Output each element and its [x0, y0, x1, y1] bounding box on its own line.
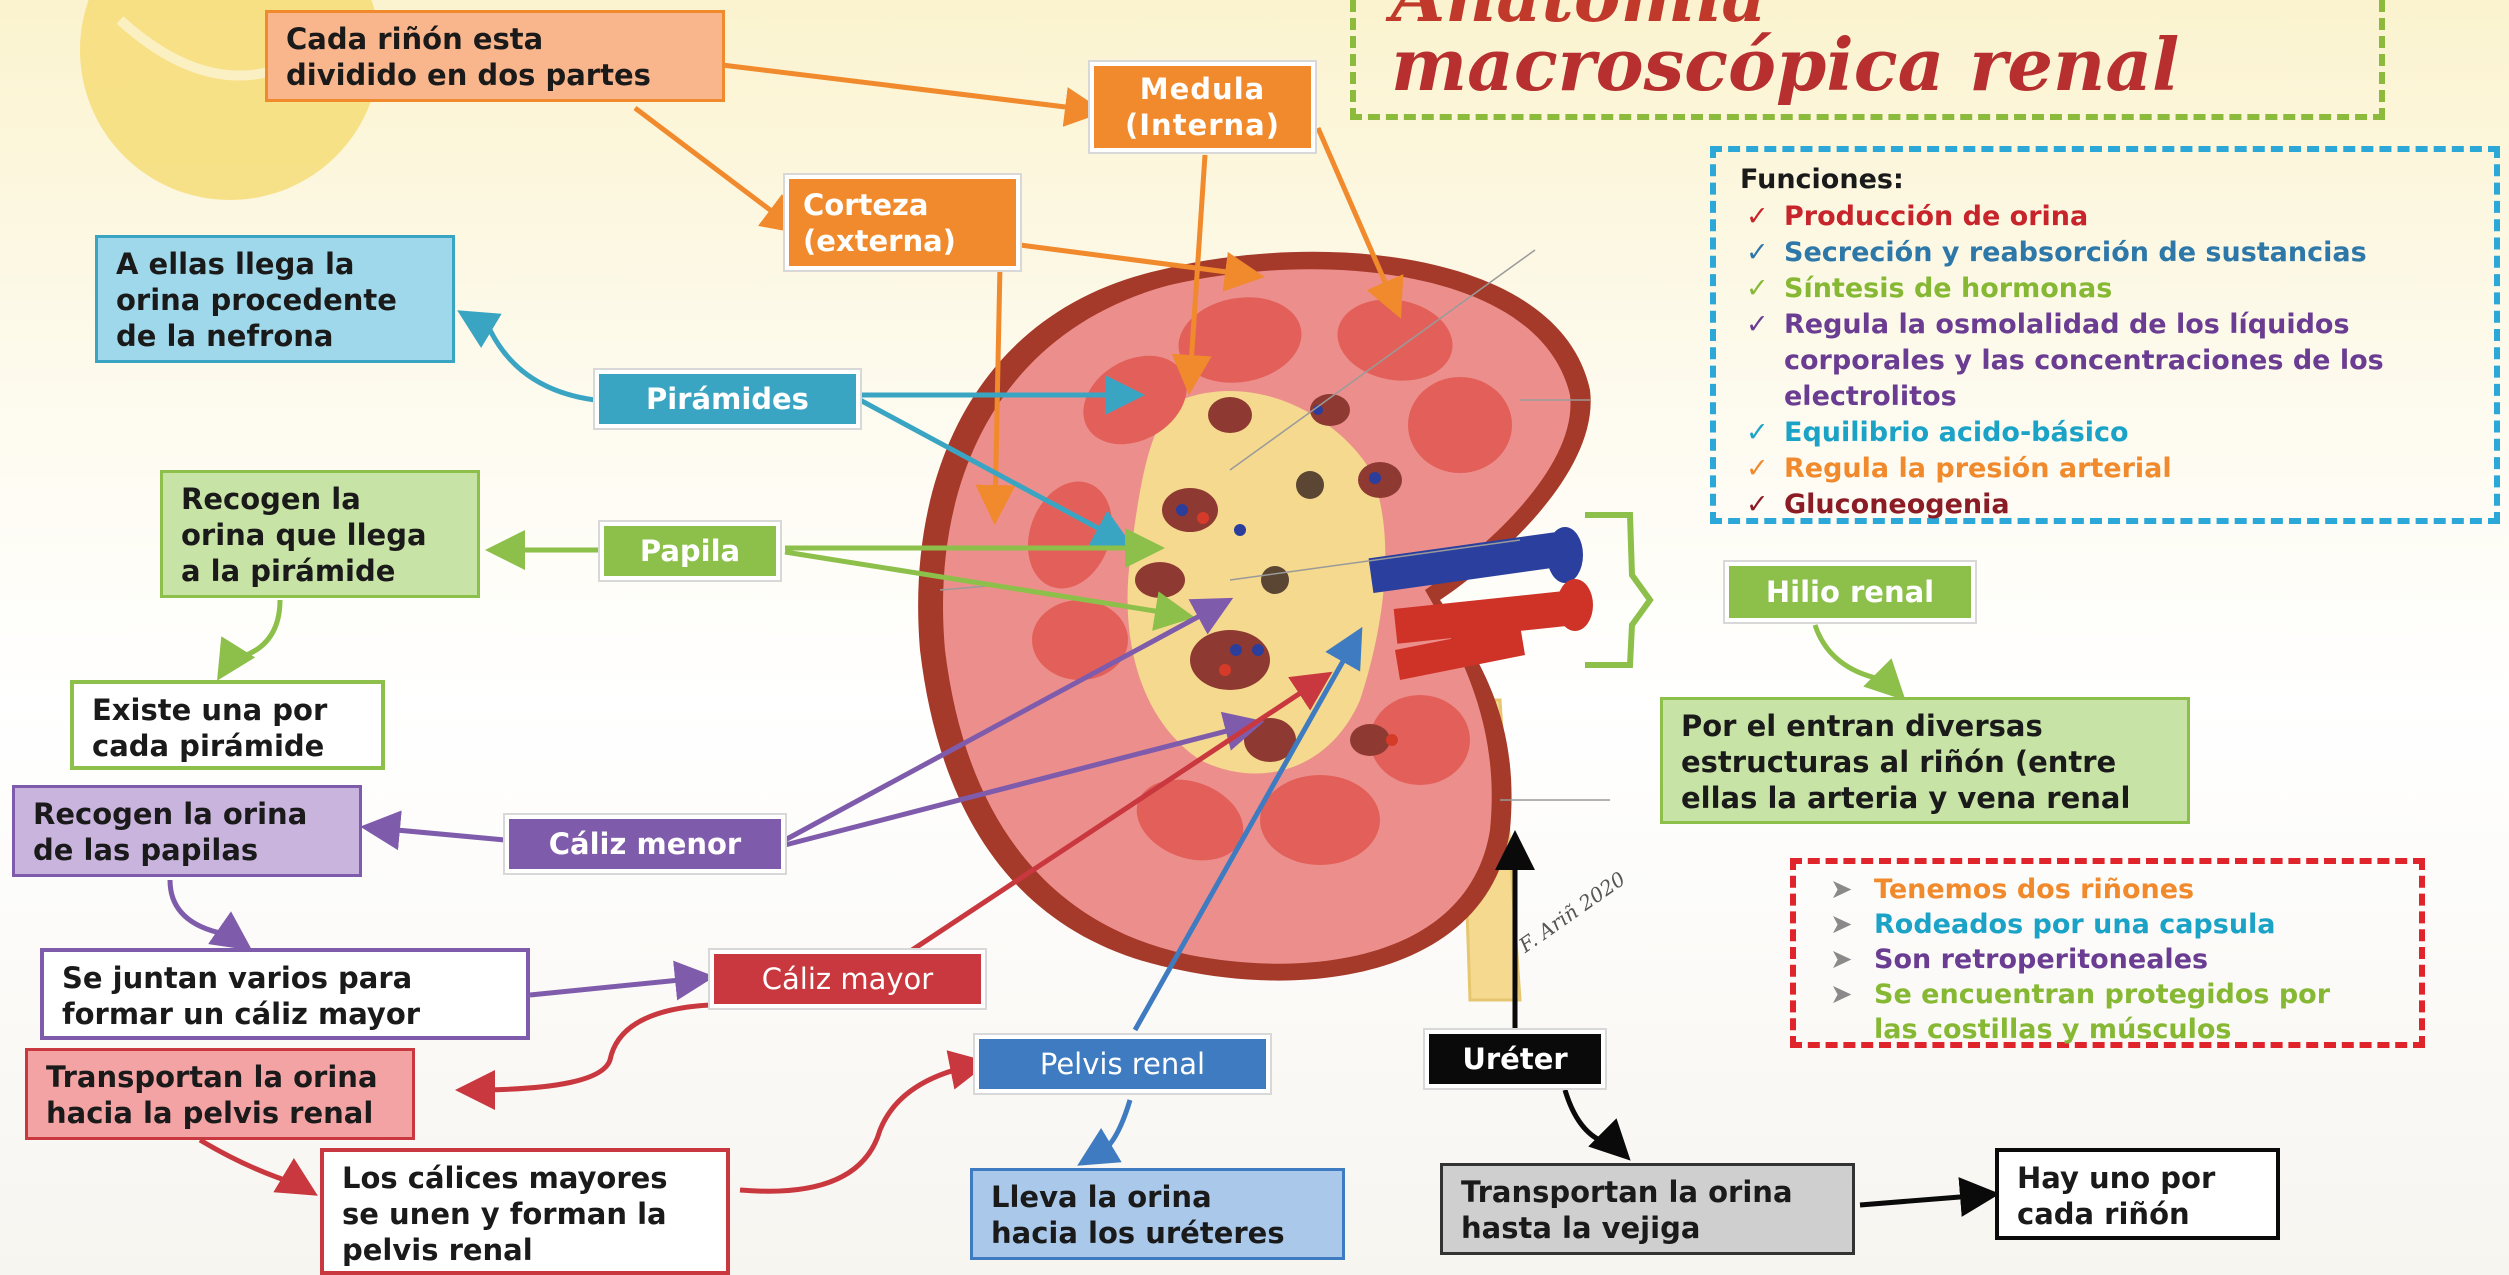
- label-papila: Papila: [600, 522, 780, 580]
- funcion-item: ✓ Regula la osmolalidad de los líquidos c…: [1740, 307, 2494, 415]
- funcion-item: ✓ Producción de orina: [1740, 199, 2494, 235]
- funciones-list: ✓ Producción de orina ✓ Secreción y reabsor…: [1740, 199, 2494, 523]
- box-lleva-orina: Lleva la orina hacia los uréteres: [970, 1168, 1345, 1260]
- fact-item: ➤ Se encuentran protegidos por las costil…: [1824, 977, 2419, 1047]
- arrow: [225, 600, 280, 668]
- fact-item: ➤ Tenemos dos riñones: [1824, 872, 2419, 907]
- box-hay-uno: Hay uno por cada riñón: [1995, 1148, 2280, 1240]
- arrow: [860, 400, 1120, 540]
- funciones-panel: Funciones: ✓ Producción de orina ✓ Secreció…: [1710, 146, 2500, 524]
- funcion-item: ✓ Regula la presión arterial: [1740, 451, 2494, 487]
- box-a-ellas-llega: A ellas llega la orina procedente de la …: [95, 235, 455, 363]
- arrow-bullet-icon: ➤: [1830, 872, 1853, 907]
- fact-item: ➤ Son retroperitoneales: [1824, 942, 2419, 977]
- fact-item: ➤ Rodeados por una capsula: [1824, 907, 2419, 942]
- arrow: [200, 1140, 305, 1188]
- box-recogen-piramide: Recogen la orina que llega a la pirámide: [160, 470, 480, 598]
- label-caliz-menor: Cáliz menor: [505, 815, 785, 873]
- check-icon: ✓: [1746, 415, 1769, 451]
- check-icon: ✓: [1746, 307, 1769, 343]
- check-icon: ✓: [1746, 199, 1769, 235]
- check-icon: ✓: [1746, 451, 1769, 487]
- arrow: [530, 978, 700, 995]
- funcion-text: Síntesis de hormonas: [1784, 273, 2112, 304]
- arrow: [1565, 1090, 1620, 1150]
- arrow: [900, 680, 1320, 958]
- label-caliz-mayor: Cáliz mayor: [710, 950, 985, 1008]
- funciones-heading: Funciones:: [1740, 164, 2494, 195]
- box-por-el-entran: Por el entran diversas estructuras al ri…: [1660, 697, 2190, 824]
- funcion-item: ✓ Gluconeogenia: [1740, 487, 2494, 523]
- check-icon: ✓: [1746, 487, 1769, 523]
- funcion-text: Gluconeogenia: [1784, 489, 2010, 520]
- fact-text: Son retroperitoneales: [1874, 944, 2208, 975]
- label-corteza: Corteza (externa): [785, 175, 1020, 270]
- label-medula: Medula (Interna): [1090, 62, 1315, 152]
- check-icon: ✓: [1746, 271, 1769, 307]
- fact-text: Tenemos dos riñones: [1874, 874, 2194, 905]
- arrow: [785, 552, 1180, 615]
- funcion-text: Producción de orina: [1784, 201, 2088, 232]
- arrow: [1090, 1100, 1130, 1158]
- arrow: [635, 108, 790, 225]
- arrow: [1020, 245, 1250, 275]
- label-hilio-renal: Hilio renal: [1725, 562, 1975, 622]
- facts-panel: ➤ Tenemos dos riñones ➤ Rodeados por una ca…: [1790, 858, 2425, 1048]
- funcion-text: Regula la presión arterial: [1784, 453, 2172, 484]
- arrow: [1135, 640, 1355, 1030]
- box-recogen-papilas: Recogen la orina de las papilas: [12, 785, 362, 877]
- title-frame: Anatomía macroscópica renal: [1350, 0, 2385, 120]
- arrow-bullet-icon: ➤: [1830, 907, 1853, 942]
- arrow: [170, 880, 240, 942]
- box-cada-rinon: Cada riñón esta dividido en dos partes: [265, 10, 725, 102]
- label-piramides: Pirámides: [595, 370, 860, 428]
- arrow: [785, 725, 1250, 845]
- box-existe-una: Existe una por cada pirámide: [70, 680, 385, 770]
- arrow: [722, 65, 1090, 110]
- funcion-text: Regula la osmolalidad de los líquidos co…: [1784, 309, 2384, 412]
- title-line-2: macroscópica renal: [1391, 22, 2179, 107]
- arrow-bullet-icon: ➤: [1830, 977, 1853, 1012]
- arrow: [375, 828, 505, 840]
- funcion-text: Equilibrio acido-básico: [1784, 417, 2129, 448]
- check-icon: ✓: [1746, 235, 1769, 271]
- box-calices-mayores: Los cálices mayores se unen y forman la …: [320, 1148, 730, 1275]
- box-transportan-vejiga: Transportan la orina hasta la vejiga: [1440, 1163, 1855, 1255]
- box-se-juntan: Se juntan varios para formar un cáliz ma…: [40, 948, 530, 1040]
- fact-text: Se encuentran protegidos por las costill…: [1874, 979, 2330, 1045]
- funcion-item: ✓ Secreción y reabsorción de sustancias: [1740, 235, 2494, 271]
- fact-text: Rodeados por una capsula: [1874, 909, 2276, 940]
- arrow-bullet-icon: ➤: [1830, 942, 1853, 977]
- label-pelvis-renal: Pelvis renal: [975, 1035, 1270, 1093]
- arrow: [740, 1065, 975, 1191]
- label-ureter: Uréter: [1425, 1030, 1605, 1088]
- funcion-item: ✓ Síntesis de hormonas: [1740, 271, 2494, 307]
- arrow: [785, 605, 1220, 840]
- arrow: [470, 318, 595, 400]
- box-transportan-pelvis: Transportan la orina hacia la pelvis ren…: [25, 1048, 415, 1140]
- facts-list: ➤ Tenemos dos riñones ➤ Rodeados por una ca…: [1824, 872, 2419, 1047]
- funcion-item: ✓ Equilibrio acido-básico: [1740, 415, 2494, 451]
- funcion-text: Secreción y reabsorción de sustancias: [1784, 237, 2367, 268]
- arrow: [1860, 1195, 1985, 1205]
- arrow: [1318, 128, 1395, 305]
- arrow: [1815, 625, 1895, 690]
